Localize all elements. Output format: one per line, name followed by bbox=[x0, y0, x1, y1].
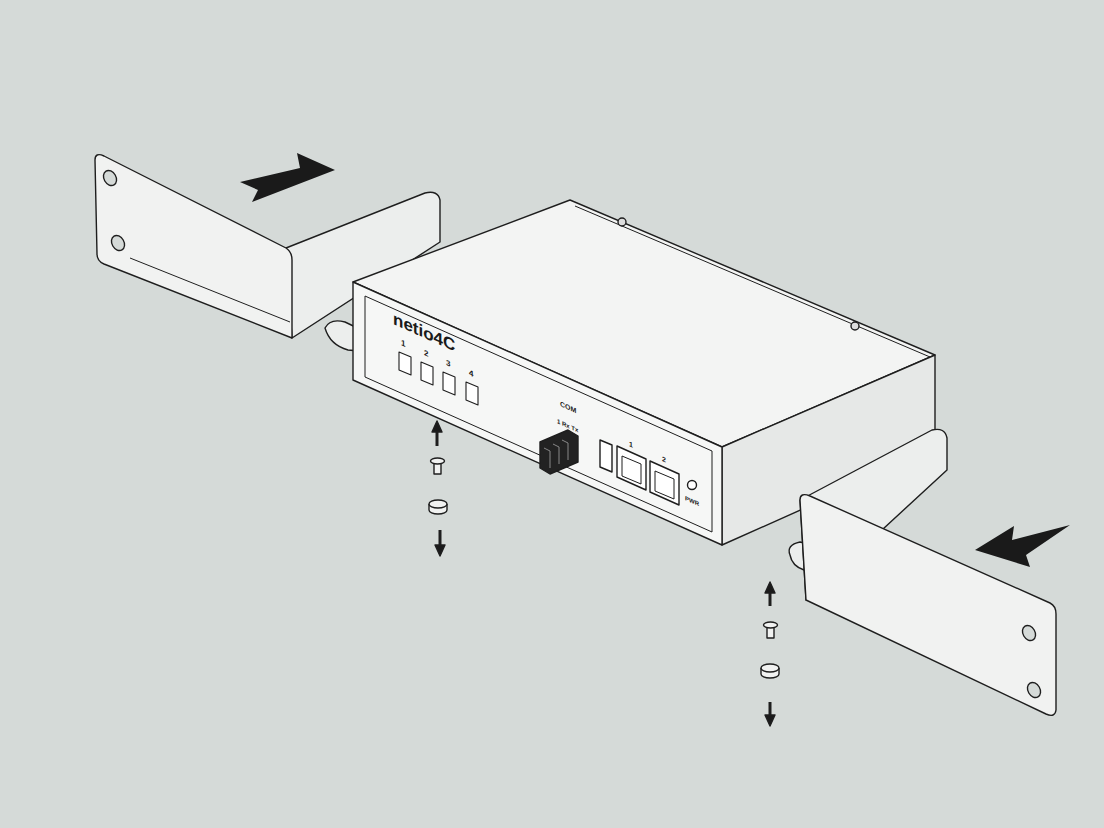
screw-and-foot bbox=[429, 421, 447, 556]
button-number: 2 bbox=[424, 349, 428, 359]
button-number: 4 bbox=[469, 369, 473, 379]
port-number: 2 bbox=[662, 455, 666, 464]
insert-arrow bbox=[240, 153, 335, 202]
power-led bbox=[688, 481, 697, 490]
insert-arrow bbox=[975, 525, 1070, 567]
screw-and-foot bbox=[761, 582, 779, 726]
right-rack-bracket bbox=[789, 429, 1056, 715]
terminal-block bbox=[540, 430, 578, 474]
button-number: 3 bbox=[446, 359, 450, 369]
ethernet-port bbox=[617, 446, 646, 490]
ethernet-port bbox=[650, 461, 679, 505]
port-number: 1 bbox=[629, 440, 633, 449]
button-number: 1 bbox=[401, 339, 405, 349]
usb-port bbox=[600, 440, 612, 472]
